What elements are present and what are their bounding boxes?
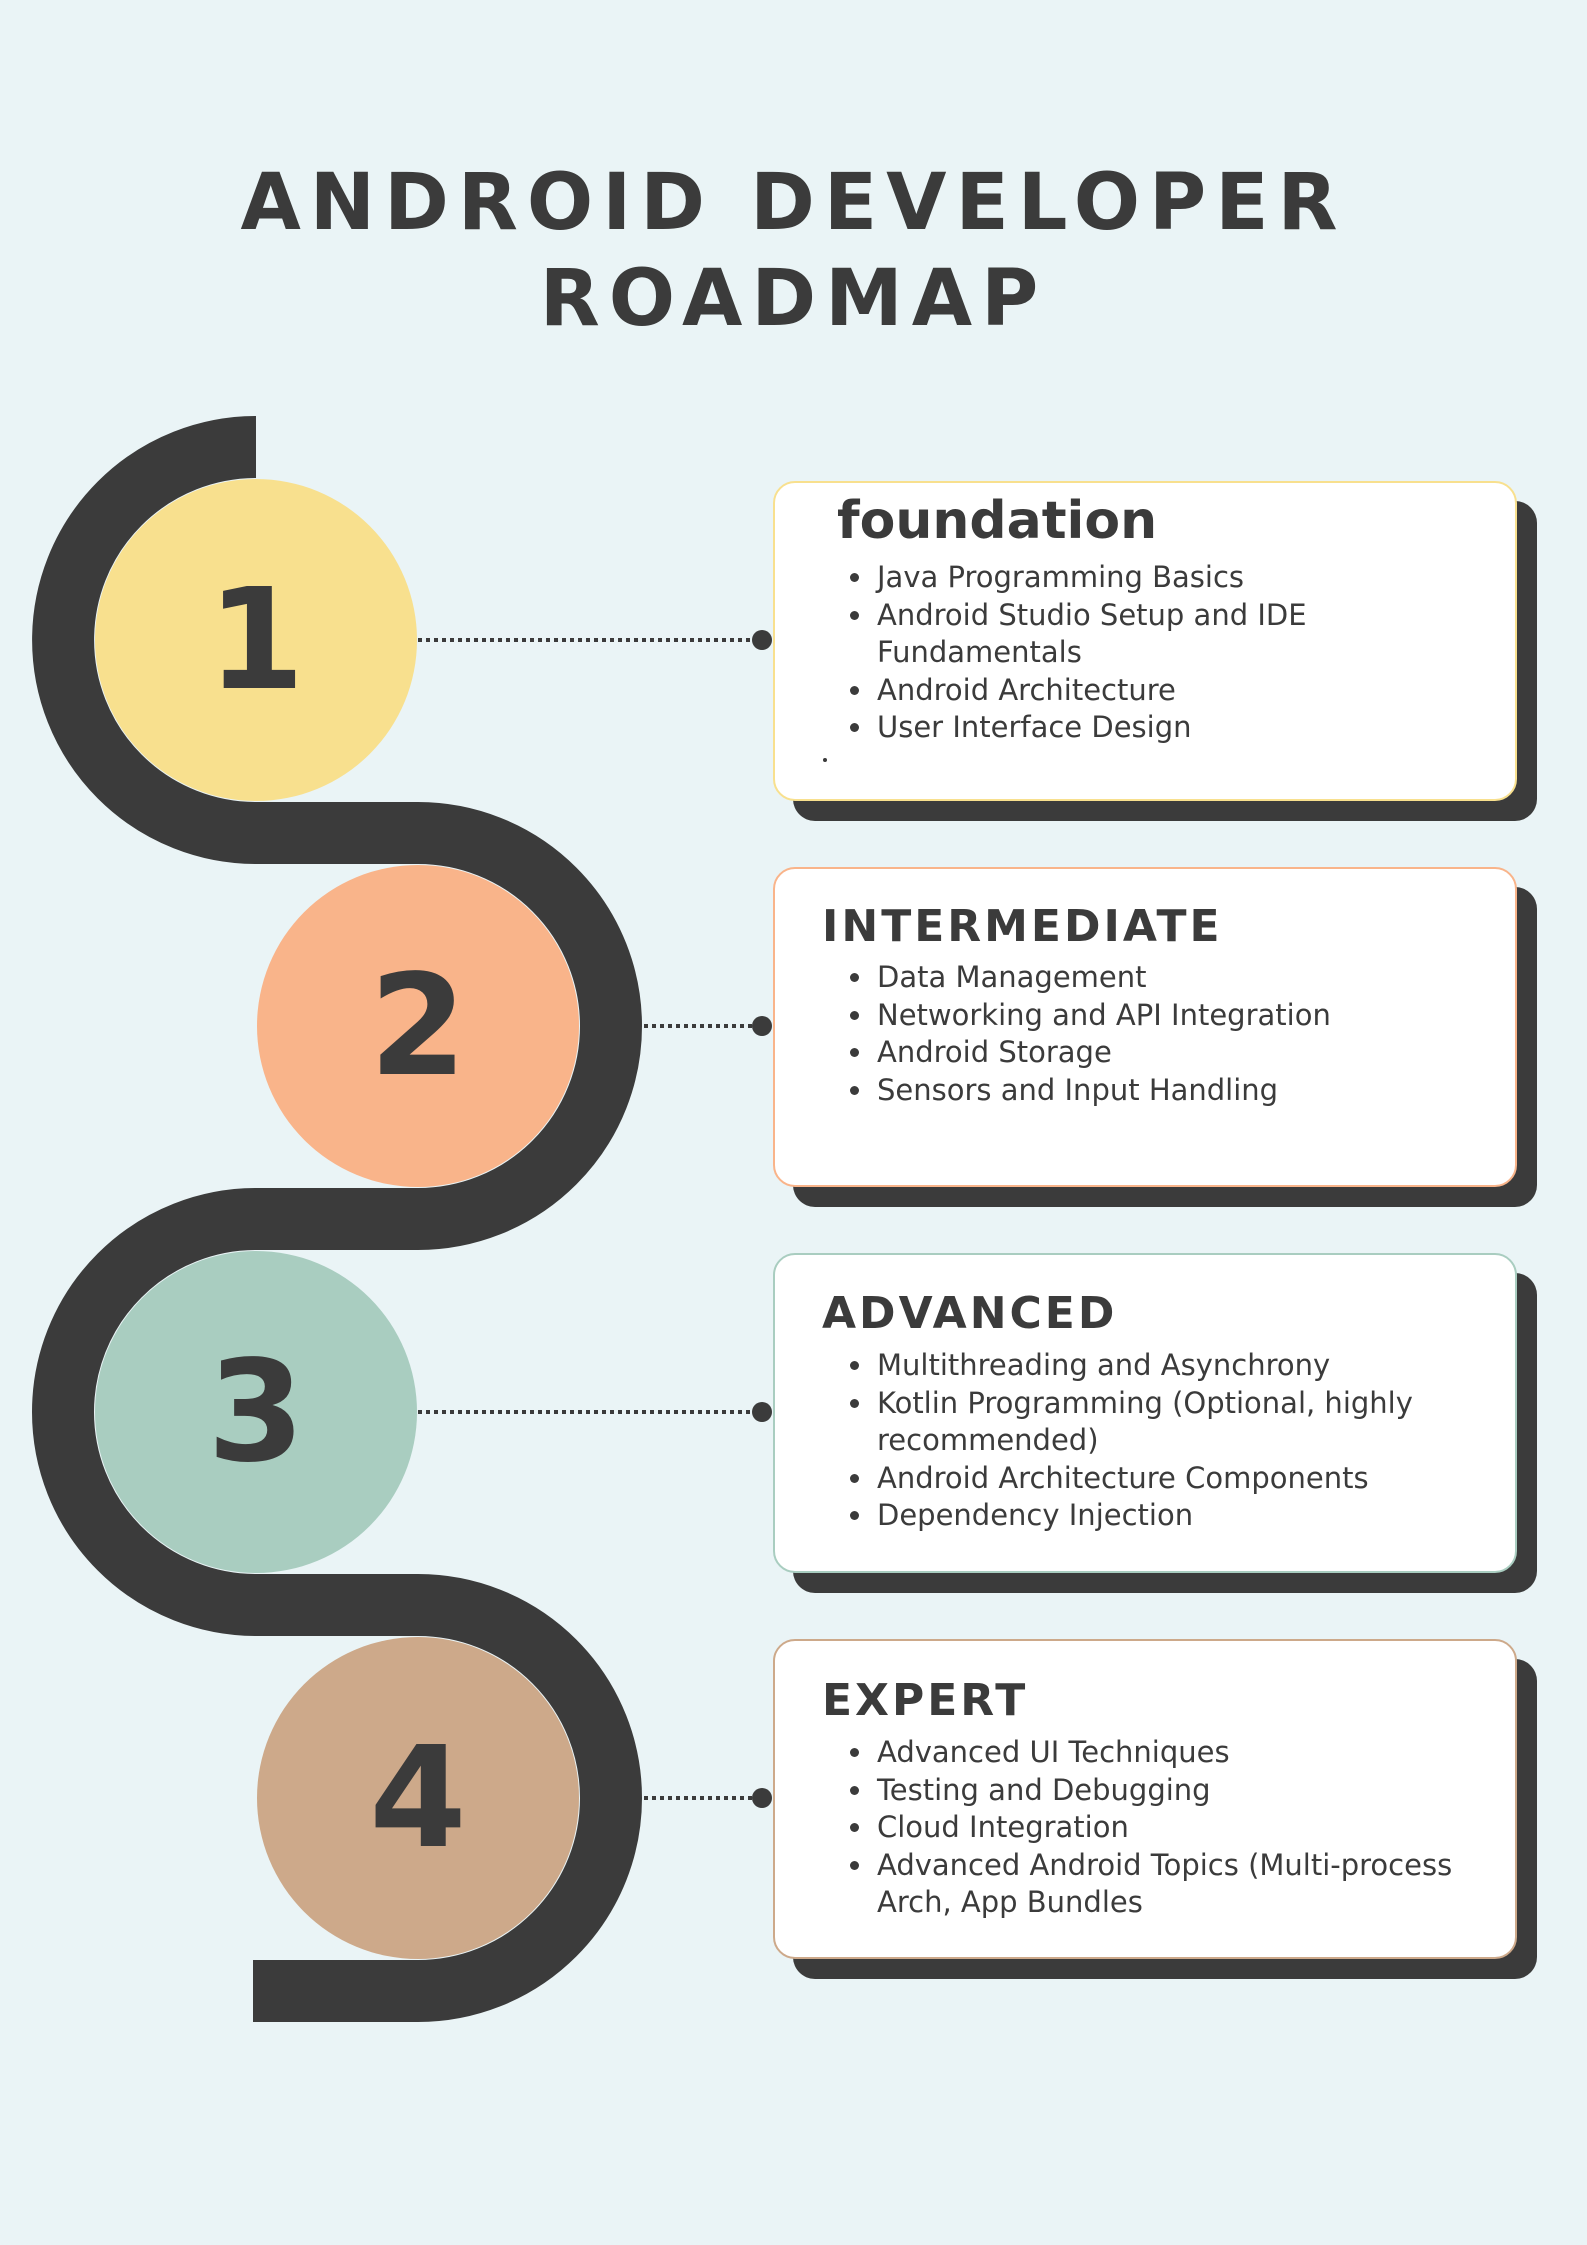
title-line-2: ROADMAP: [539, 254, 1048, 344]
step-2-number: 2: [369, 944, 467, 1108]
step-2-card: INTERMEDIATE Data Management Networking …: [773, 867, 1517, 1187]
step-4-item: Testing and Debugging: [875, 1772, 1495, 1810]
step-2-item: Sensors and Input Handling: [875, 1072, 1495, 1110]
step-4-number: 4: [369, 1716, 467, 1880]
step-2-list: Data Management Networking and API Integ…: [832, 959, 1495, 1109]
step-1-item: Android Architecture: [875, 672, 1495, 710]
step-2-circle: [257, 865, 579, 1187]
step-4-circle: [257, 1637, 579, 1959]
page-title: ANDROID DEVELOPER ROADMAP: [0, 155, 1587, 347]
step-4-card: EXPERT Advanced UI Techniques Testing an…: [773, 1639, 1517, 1959]
connector-dot-2: [752, 1016, 772, 1036]
snake-path: [32, 416, 642, 2022]
step-4-heading: EXPERT: [822, 1675, 1029, 1726]
step-3-card: ADVANCED Multithreading and Asynchrony K…: [773, 1253, 1517, 1573]
step-3-item: Dependency Injection: [875, 1497, 1495, 1535]
step-3-circle: [95, 1251, 417, 1573]
step-3-item: Kotlin Programming (Optional, highly rec…: [875, 1385, 1495, 1460]
step-3-item: Multithreading and Asynchrony: [875, 1347, 1495, 1385]
step-1-circle: [95, 479, 417, 801]
step-1-list: Java Programming Basics Android Studio S…: [832, 559, 1495, 747]
step-3-heading: ADVANCED: [822, 1288, 1118, 1339]
step-2-item: Android Storage: [875, 1034, 1495, 1072]
step-2-item: Data Management: [875, 959, 1495, 997]
step-3-number: 3: [207, 1330, 305, 1494]
step-1-heading: foundation: [837, 491, 1158, 551]
step-1-item: User Interface Design: [875, 709, 1495, 747]
step-1-number: 1: [207, 558, 305, 722]
step-4-item: Cloud Integration: [875, 1809, 1495, 1847]
step-2-item: Networking and API Integration: [875, 997, 1495, 1035]
connector-dot-3: [752, 1402, 772, 1422]
connector-dot-1: [752, 630, 772, 650]
step-4-list: Advanced UI Techniques Testing and Debug…: [832, 1734, 1495, 1922]
stray-dot: [823, 758, 827, 762]
step-4-item: Advanced Android Topics (Multi-process A…: [875, 1847, 1495, 1922]
step-3-item: Android Architecture Components: [875, 1460, 1495, 1498]
step-3-list: Multithreading and Asynchrony Kotlin Pro…: [832, 1347, 1495, 1535]
connector-dot-4: [752, 1788, 772, 1808]
step-2-heading: INTERMEDIATE: [822, 901, 1223, 952]
step-1-item: Java Programming Basics: [875, 559, 1495, 597]
step-1-item: Android Studio Setup and IDE Fundamental…: [875, 597, 1495, 672]
title-line-1: ANDROID DEVELOPER: [240, 158, 1347, 248]
step-1-card: foundation Java Programming Basics Andro…: [773, 481, 1517, 801]
step-4-item: Advanced UI Techniques: [875, 1734, 1495, 1772]
